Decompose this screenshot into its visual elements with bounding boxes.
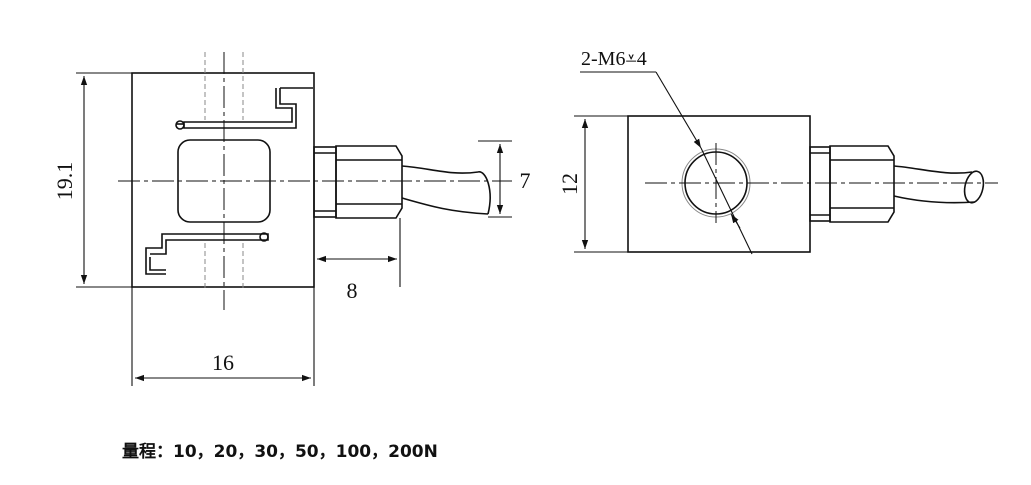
side-connector-nut [809,146,831,222]
side-view [627,115,985,253]
range-caption: 量程：10，20，30，50，100，200N [122,437,438,462]
side-dimensions [574,71,753,255]
lower-s-slot [145,233,269,275]
lower-pin [259,232,269,242]
front-connector-nut [313,146,337,218]
width-dimension-label: 16 [212,350,234,375]
range-values: 10，20，30，50，100，200N [173,442,438,462]
front-connector-hex [335,145,403,219]
front-view [131,52,491,290]
front-cable [401,165,489,215]
side-height-dimension-label: 12 [557,173,582,195]
cable-dimension-label: 7 [520,168,531,193]
thread-spec: 2-M6 [581,48,625,70]
front-body-outline [131,72,315,288]
side-cable [893,165,976,204]
hidden-thread-lines [204,52,244,290]
side-centerlines [645,143,998,223]
callout-leader [655,71,702,149]
depth-symbol-icon: ⩡ [625,48,636,70]
front-centerlines [118,52,512,310]
thread-callout: 2-M6⩡4 [581,48,647,70]
upper-pin [175,120,185,130]
upper-s-slot [183,87,313,129]
side-cable-end [963,170,985,204]
front-cable-end [477,171,491,215]
range-label: 量程： [122,442,173,462]
side-connector-hex [829,145,895,223]
front-dimensions [76,72,512,386]
connector-dimension-label: 8 [347,278,358,303]
callout-leader-through [700,147,753,255]
height-dimension-label: 19.1 [52,162,77,201]
side-body-outline [627,115,811,253]
thread-depth: 4 [637,48,647,70]
